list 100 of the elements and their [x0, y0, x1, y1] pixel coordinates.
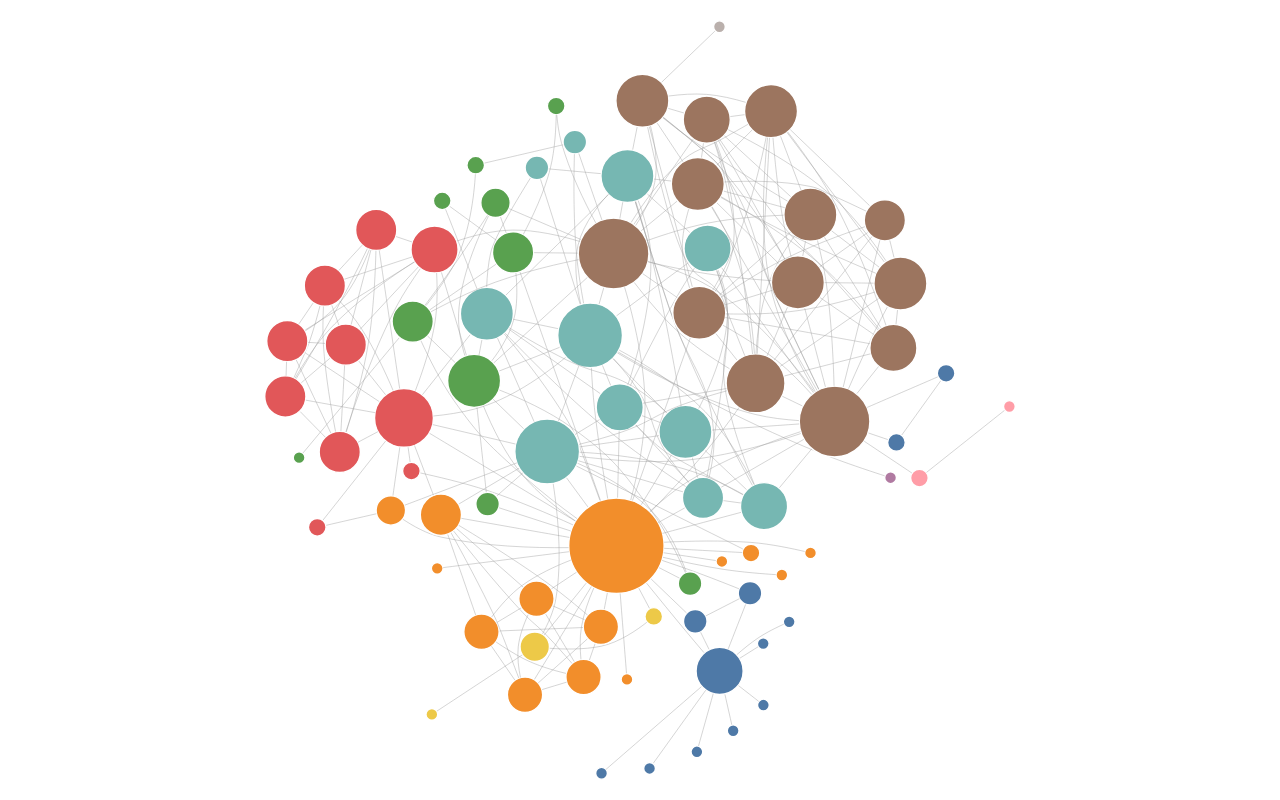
node-circle: [803, 546, 818, 560]
node-circle: [615, 73, 670, 128]
connector: [305, 261, 415, 331]
node-circle: [425, 707, 439, 722]
node-circle: [798, 385, 871, 458]
connector: [598, 287, 605, 305]
connector: [723, 500, 741, 504]
connector: [736, 623, 784, 656]
connector: [491, 559, 572, 618]
node-circle: [883, 471, 898, 485]
node-circle: [466, 155, 486, 175]
node-circle: [658, 404, 713, 460]
node-circle: [873, 256, 928, 311]
node-circle: [565, 658, 602, 696]
node-circle: [546, 96, 566, 116]
node-circle: [446, 353, 502, 409]
node-circle: [432, 191, 452, 211]
node-circle: [292, 451, 306, 465]
node-circle: [524, 155, 550, 181]
node-circle: [682, 608, 708, 634]
node-circle: [324, 323, 368, 366]
node-circle: [886, 432, 906, 453]
connector: [729, 114, 745, 117]
node-circle: [1002, 399, 1016, 414]
connector: [652, 689, 707, 764]
connector: [802, 240, 806, 257]
connector: [629, 267, 695, 387]
node-circle: [430, 561, 444, 575]
node-circle: [410, 225, 459, 274]
connector: [486, 177, 531, 288]
connector: [458, 215, 489, 357]
node-circle: [582, 608, 620, 646]
node-circle: [936, 363, 956, 383]
connector: [653, 178, 672, 182]
connector: [667, 108, 685, 114]
node-circle: [463, 613, 500, 651]
node-circle: [743, 83, 799, 139]
node-circle: [373, 387, 435, 449]
connector: [285, 361, 287, 376]
connector: [575, 194, 609, 305]
node-circle: [869, 323, 918, 373]
node-circle: [681, 476, 725, 520]
node-circle: [756, 636, 770, 651]
node-circle: [741, 543, 761, 563]
node-circle: [594, 766, 609, 780]
connector: [500, 216, 507, 234]
node-circle: [726, 724, 740, 738]
connector: [534, 586, 592, 680]
node-circle: [595, 383, 644, 432]
node-circle: [491, 231, 535, 274]
node-circle: [642, 761, 657, 776]
connector: [616, 262, 689, 317]
node-circle: [514, 418, 581, 485]
node-circle: [375, 495, 407, 526]
connector: [523, 114, 557, 235]
connector: [633, 139, 694, 225]
node-circle: [519, 631, 551, 663]
node-circle: [307, 517, 327, 537]
node-circle: [682, 95, 731, 144]
connector: [493, 277, 588, 364]
connector: [429, 432, 576, 522]
connector: [649, 431, 801, 512]
node-circle: [475, 491, 501, 517]
node-circle: [620, 672, 634, 686]
node-circle: [577, 217, 650, 290]
connector: [307, 342, 326, 344]
connector: [720, 197, 877, 274]
connector: [619, 201, 624, 219]
connector: [650, 407, 740, 513]
node-circle: [756, 698, 770, 712]
node-circle: [739, 481, 789, 531]
node-circle: [600, 148, 655, 204]
node-circle: [266, 319, 309, 363]
connector: [589, 643, 596, 661]
node-circle: [644, 606, 664, 626]
connector: [889, 240, 895, 258]
node-circle: [715, 554, 729, 569]
connector: [662, 117, 788, 202]
node-circle: [677, 571, 703, 597]
node-circle: [863, 198, 907, 242]
node-circle: [683, 224, 732, 273]
node-circle: [712, 20, 727, 34]
node-circle: [518, 580, 555, 618]
connector: [556, 114, 597, 224]
connector: [633, 282, 730, 370]
node-circle: [562, 129, 588, 155]
node-circle: [401, 461, 421, 481]
connector: [603, 592, 608, 610]
connector: [483, 405, 576, 522]
node-circle: [737, 580, 763, 606]
node-circle: [695, 646, 744, 696]
connector: [407, 446, 411, 463]
connector: [895, 309, 898, 325]
node-circle: [391, 300, 435, 343]
node-circle: [557, 302, 624, 369]
node-circle: [670, 156, 725, 212]
node-circle: [480, 187, 511, 219]
node-circle: [568, 497, 665, 595]
connector: [395, 236, 413, 243]
node-circle: [782, 615, 796, 629]
